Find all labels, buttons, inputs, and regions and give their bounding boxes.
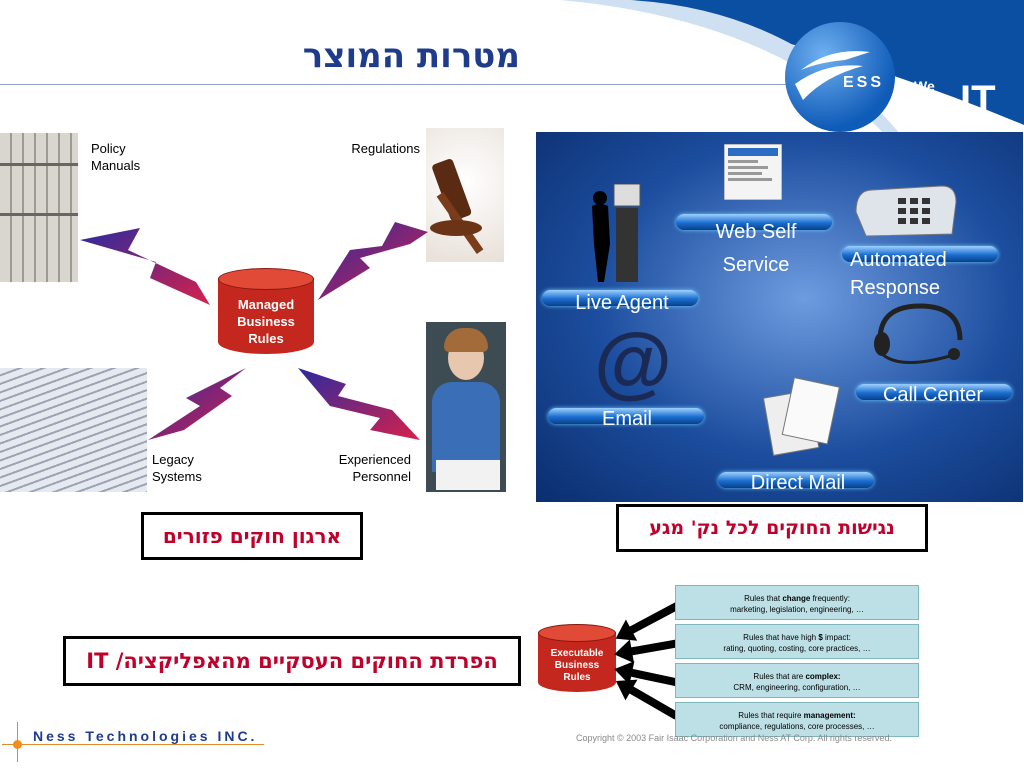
policy-manuals-photo — [0, 133, 78, 282]
rule-row-change-pre: Rules that — [744, 594, 783, 603]
rule-row-impact-pre: Rules that have high — [743, 633, 819, 642]
footer-company-name: Ness Technologies INC. — [33, 728, 258, 744]
live-agent-pill — [542, 290, 698, 306]
logo-are-text: Are — [914, 92, 955, 119]
ness-logo-globe: ESS — [785, 22, 895, 132]
logo-we-text: We — [914, 78, 935, 94]
organize-rules-box: ארגון חוקים פזורים — [141, 512, 363, 560]
rule-row-complex-examples: CRM, engineering, configuration, … — [733, 683, 861, 692]
page-title: מטרות המוצר — [302, 36, 520, 76]
bolt-top-right — [318, 222, 428, 300]
experienced-personnel-photo — [426, 322, 506, 492]
rule-row-complex-strong: complex: — [805, 672, 841, 681]
live-agent-figure-icon — [592, 184, 641, 282]
call-center-label: Call Center — [882, 384, 984, 406]
rule-row-complex-pre: Rules that are — [753, 672, 806, 681]
email-label: Email — [601, 408, 652, 430]
logo-ess-text: ESS — [843, 74, 885, 91]
arrow-1 — [626, 602, 680, 636]
arrow-4 — [626, 684, 679, 720]
managed-business-rules-cylinder: Managed Business Rules — [218, 268, 314, 354]
rule-row-complex: Rules that are complex: CRM, engineering… — [675, 663, 919, 698]
copyright-text: Copyright © 2003 Fair Isaac Corporation … — [576, 733, 892, 743]
rule-row-impact-strong: $ — [818, 633, 823, 642]
rule-row-change: Rules that change frequently: marketing,… — [675, 585, 919, 620]
separate-rules-box: הפרדת החוקים העסקיים מהאפליקציה/ IT — [63, 636, 521, 686]
footer-horizontal-line — [2, 744, 264, 745]
logo-it-text: IT — [960, 78, 996, 122]
bolt-bottom-right — [298, 368, 420, 440]
web-self-service-pill — [676, 214, 832, 230]
regulations-gavel-photo — [426, 128, 504, 262]
managed-business-rules-label: Managed Business Rules — [237, 297, 295, 346]
telephone-icon — [855, 185, 957, 237]
automated-response-pill — [842, 246, 998, 262]
title-divider — [0, 84, 790, 85]
rule-row-change-strong: change — [782, 594, 811, 603]
gavel-icon — [430, 159, 484, 254]
rule-row-management-examples: compliance, regulations, core processes,… — [719, 722, 875, 731]
web-page-icon — [724, 144, 782, 200]
direct-mail-papers-icon — [762, 377, 840, 456]
rule-row-management: Rules that require management: complianc… — [675, 702, 919, 737]
rule-row-change-examples: marketing, legislation, engineering, … — [730, 605, 864, 614]
automated-response-label: Automated Response — [850, 249, 947, 299]
lightning-bolts — [80, 222, 428, 440]
ness-swoosh-icon — [795, 51, 870, 100]
rule-row-impact-post: impact: — [822, 633, 851, 642]
rule-row-impact-examples: rating, quoting, costing, core practices… — [723, 644, 871, 653]
experienced-personnel-label: Experienced Personnel — [338, 452, 411, 484]
footer-dot-icon — [13, 740, 22, 749]
call-center-pill — [856, 384, 1012, 400]
rule-row-impact: Rules that have high $ impact: rating, q… — [675, 624, 919, 659]
rules-access-box: נגישות החוקים לכל נק' מגע — [616, 504, 928, 552]
rule-row-management-pre: Rules that require — [738, 711, 804, 720]
rule-row-change-post: frequently: — [810, 594, 850, 603]
email-pill — [548, 408, 704, 424]
web-self-service-label: Web Self Service — [715, 221, 797, 276]
rule-row-management-strong: management: — [803, 711, 856, 720]
direct-mail-label: Direct Mail — [750, 472, 846, 494]
legacy-systems-label: Legacy Systems — [152, 452, 202, 484]
email-at-icon: @ — [594, 317, 673, 406]
headset-icon — [874, 303, 963, 365]
channels-panel: @ Web Self Service Automated Response Li… — [536, 132, 1023, 502]
bolt-top-left — [80, 228, 210, 305]
legacy-systems-photo — [0, 368, 147, 492]
executable-business-rules-cylinder: Executable Business Rules — [538, 624, 616, 692]
direct-mail-pill — [718, 472, 874, 488]
header-swoosh — [560, 0, 1024, 140]
regulations-label: Regulations — [351, 141, 420, 156]
policy-manuals-label: Policy Manuals — [91, 141, 141, 173]
bolt-bottom-left — [148, 368, 246, 440]
executable-business-rules-label: Executable Business Rules — [550, 648, 604, 683]
live-agent-label: Live Agent — [575, 292, 669, 314]
